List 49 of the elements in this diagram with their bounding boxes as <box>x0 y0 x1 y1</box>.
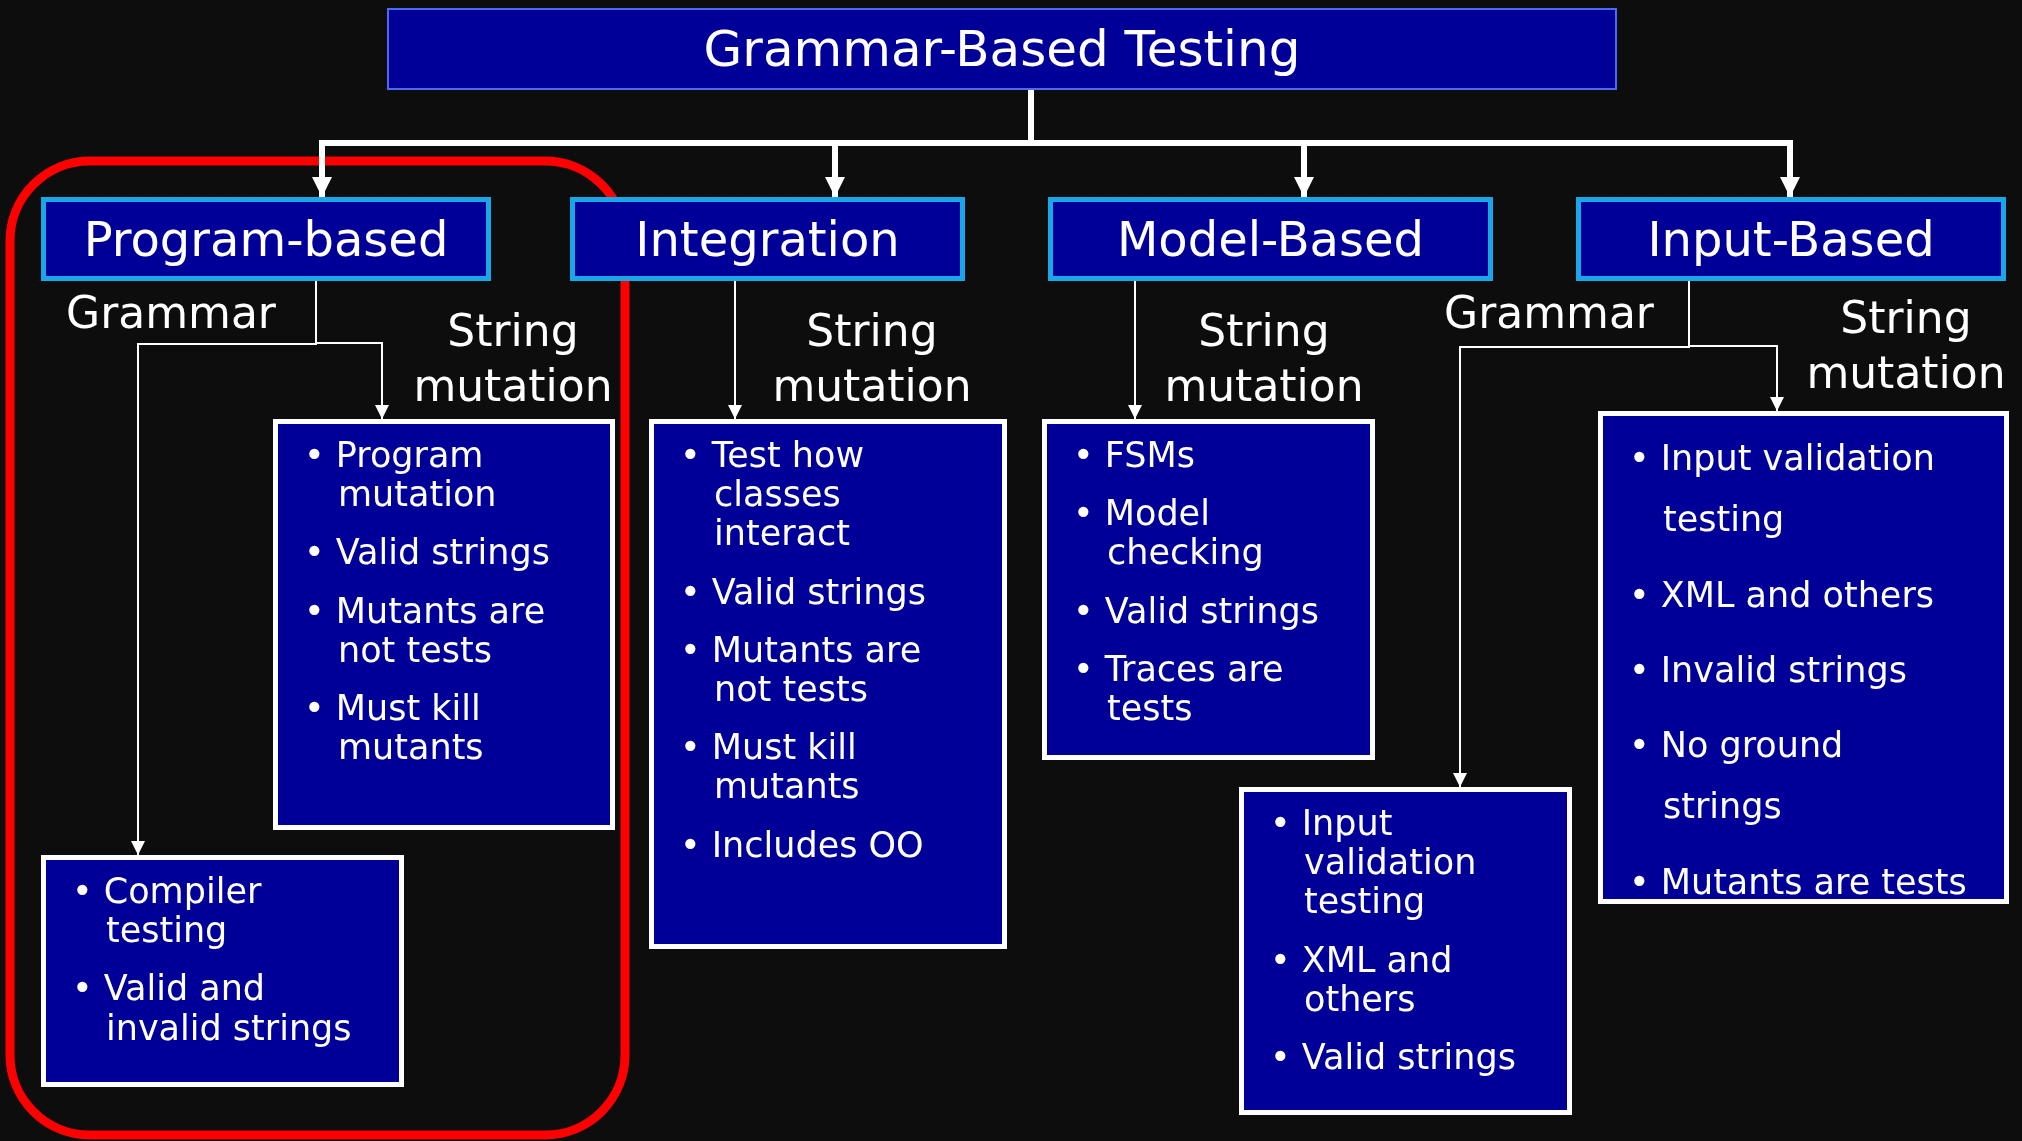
bullet-list-box <box>41 855 404 1087</box>
bullet-item: • Must kill mutants <box>680 728 861 807</box>
edge-label: Grammar <box>65 286 277 340</box>
bullet-list-box <box>1239 787 1572 1115</box>
bullet-item: • Mutants are not tests <box>680 630 923 710</box>
title-box <box>387 8 1617 90</box>
bullet-item: • Input validation testing <box>1629 437 1936 542</box>
edge-label: Grammar <box>1443 286 1655 340</box>
bullet-list-box <box>273 419 615 830</box>
edge-label: String mutation <box>1163 304 1365 413</box>
bullet-item: • Mutants are not tests <box>304 591 547 670</box>
edge-label: String mutation <box>1805 291 2007 400</box>
bullet-item: • Must kill mutants <box>304 688 485 768</box>
category-box <box>1048 197 1493 281</box>
bullet-item: • Model checking <box>1073 494 1265 573</box>
bullet-list-box <box>1598 411 2009 904</box>
category-label: Program-based <box>83 211 449 267</box>
bullet-item: • Test how classes interact <box>680 436 866 554</box>
bullet-item: • Valid strings <box>680 572 927 612</box>
category-label: Model-Based <box>1116 211 1425 267</box>
bullet-item: • Input validation testing <box>1270 804 1478 922</box>
bullet-item: • Valid strings <box>1270 1037 1517 1078</box>
arrow <box>1128 280 1142 420</box>
bullet-item: • Includes OO <box>680 825 925 865</box>
bullet-item: • Program mutation <box>304 436 498 515</box>
category-label: Integration <box>635 211 900 267</box>
bullet-list-box <box>649 419 1007 949</box>
bullet-item: • Valid strings <box>1073 591 1320 631</box>
edge-label: String mutation <box>771 304 973 413</box>
bullet-item: • No ground strings <box>1629 724 1845 829</box>
bullet-item: • XML and others <box>1629 573 1936 617</box>
category-box <box>1576 197 2006 281</box>
arrow <box>728 280 742 420</box>
bullet-item: • Invalid strings <box>1629 648 1908 692</box>
bullet-item: • Traces are tests <box>1073 649 1285 729</box>
bullet-item: • Valid strings <box>304 533 551 573</box>
arrow <box>315 280 389 420</box>
bullet-item: • XML and others <box>1270 940 1454 1019</box>
bullet-item: • Mutants are tests <box>1629 860 1968 904</box>
category-label: Input-Based <box>1647 211 1935 267</box>
edge-label: String mutation <box>412 304 614 413</box>
bullet-item: • Valid and invalid strings <box>72 969 353 1048</box>
bullet-list-box <box>1042 419 1375 760</box>
bullet-item: • Compiler testing <box>72 872 263 951</box>
category-box <box>570 197 965 281</box>
category-box <box>41 197 491 281</box>
arrow <box>1688 280 1784 412</box>
bullet-item: • FSMs <box>1073 436 1196 476</box>
title-text: Grammar-Based Testing <box>703 20 1301 78</box>
